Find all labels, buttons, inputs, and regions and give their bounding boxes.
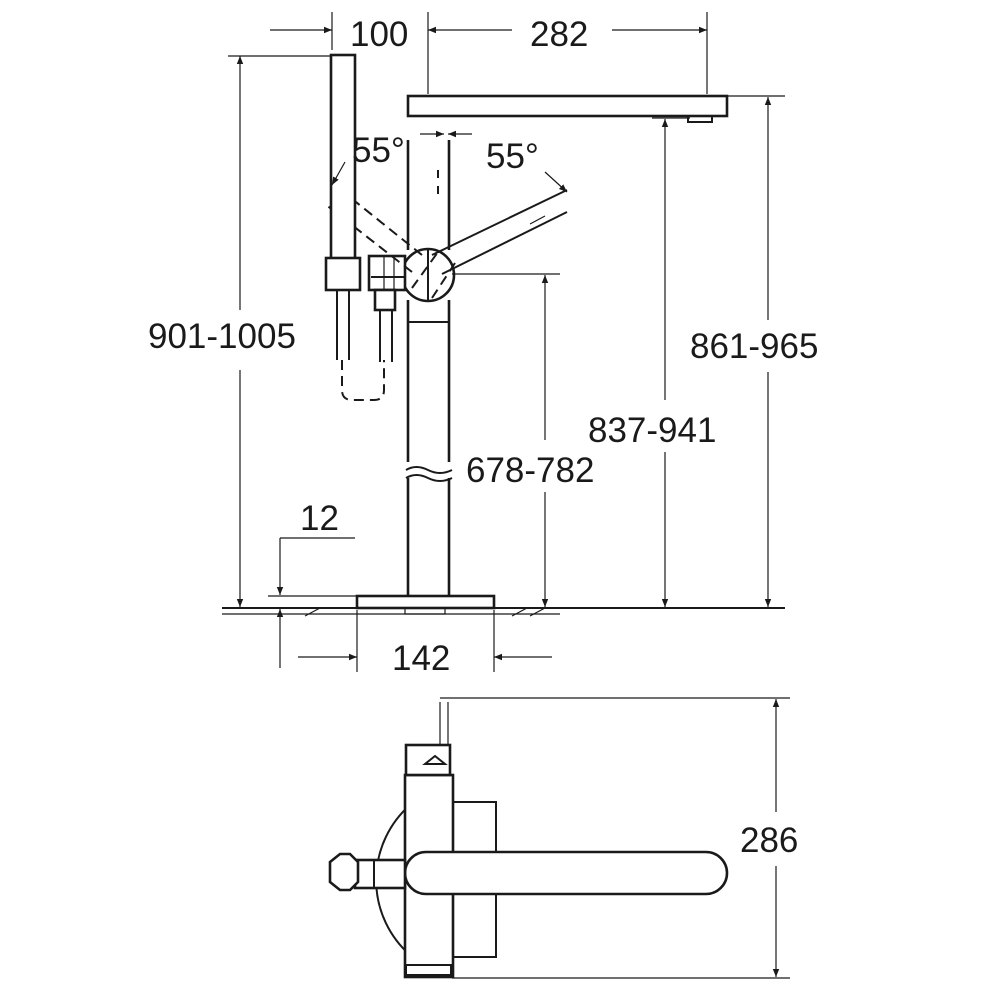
- label-base-thickness: 12: [300, 499, 339, 538]
- dim-total-height: 901-1005: [148, 55, 330, 607]
- spout: [406, 94, 729, 123]
- dim-base-width: 142: [298, 610, 552, 678]
- label-total-height: 901-1005: [148, 317, 296, 356]
- floor-line: [222, 607, 785, 617]
- dim-handshower-offset: 100: [270, 12, 408, 54]
- label-angle-right: 55°: [486, 137, 539, 176]
- dim-handle-height: 678-782: [452, 273, 594, 607]
- dim-base-thickness: 12: [268, 499, 356, 668]
- label-angle-left: 55°: [352, 131, 405, 170]
- label-plan-depth: 286: [740, 821, 798, 860]
- dim-spout-reach: 282: [427, 12, 708, 94]
- dim-spout-outlet-height: 837-941: [588, 117, 716, 607]
- dim-plan-depth: 286: [452, 699, 798, 979]
- plan-view: 286: [328, 697, 798, 979]
- dim-angle-right: 55°: [448, 130, 568, 193]
- label-handshower-offset: 100: [350, 15, 408, 54]
- label-spout-top-height: 861-965: [690, 327, 818, 366]
- label-handle-height: 678-782: [466, 451, 594, 490]
- label-spout-reach: 282: [530, 15, 588, 54]
- plan-shower-head: [404, 743, 452, 777]
- label-spout-outlet-height: 837-941: [588, 411, 716, 450]
- plan-spout: [403, 850, 729, 896]
- plan-handle: [328, 852, 407, 892]
- base-recess: [404, 607, 446, 615]
- label-base-width: 142: [392, 639, 450, 678]
- column: [405, 140, 453, 596]
- dim-angle-left: 55°: [331, 130, 444, 186]
- hand-shower: [324, 53, 404, 401]
- dim-spout-top-height: 861-965: [690, 95, 818, 607]
- base-plate: [355, 594, 496, 610]
- side-elevation-view: 100 282 55° 55° 901-1005: [148, 12, 818, 678]
